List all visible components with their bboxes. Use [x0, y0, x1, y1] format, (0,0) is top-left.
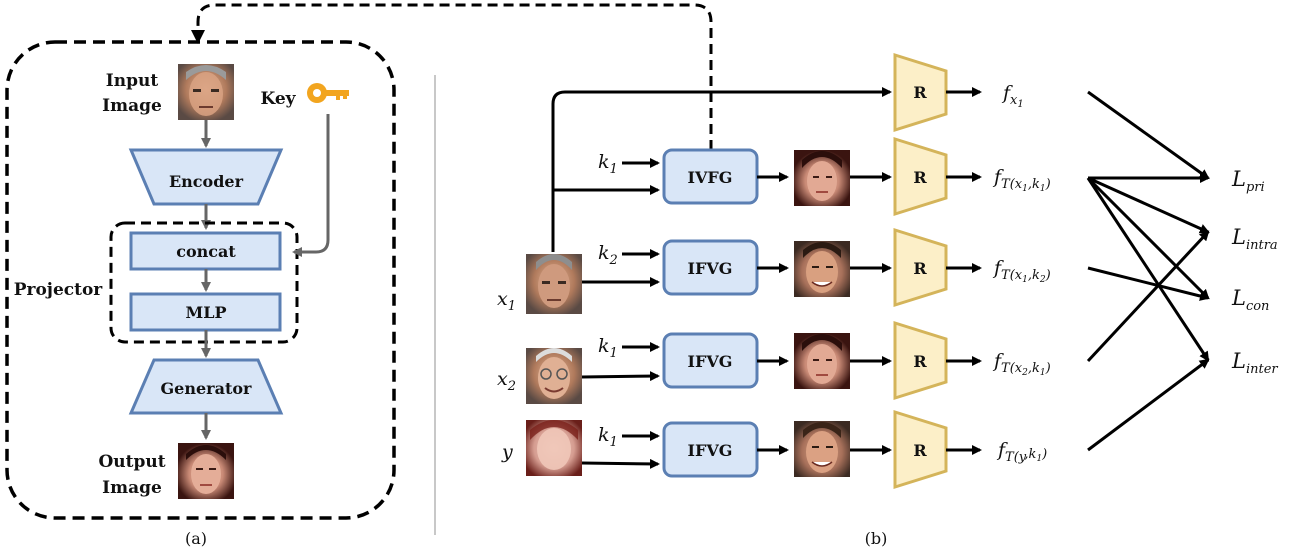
encoder-block	[128, 148, 284, 206]
input-image-label-1: Input	[106, 71, 159, 91]
panel-a: Input Image Key Encoder Projector	[5, 3, 713, 548]
row-4-feature: fT(y,k1)	[996, 439, 1047, 465]
loss-connections	[1086, 90, 1210, 452]
projector-box	[109, 221, 299, 344]
row-3-output-face	[794, 333, 850, 389]
row-3-key: k1	[598, 335, 618, 361]
row-4-recognizer	[893, 409, 948, 490]
conn-f1-to-con	[1086, 176, 1210, 300]
key-icon	[307, 83, 349, 103]
feedback-arrowhead	[191, 30, 205, 44]
row-3-recognizer-label: R	[913, 352, 927, 371]
loss-con: Lcon	[1231, 286, 1269, 314]
row-4-key: k1	[598, 424, 618, 450]
conn-f1-to-inter	[1086, 177, 1210, 362]
input-x1-label: x1	[497, 288, 516, 314]
panel-b: R fx1 x1 x2	[497, 52, 1278, 548]
row-1-recognizer	[893, 136, 948, 217]
row-2-recognizer	[893, 227, 948, 308]
feedback-connector	[196, 3, 713, 150]
row-3-input-arrow	[581, 371, 660, 382]
row-3-generator-label: IFVG	[688, 352, 733, 371]
row-2-key: k2	[598, 242, 618, 268]
input-y-label: y	[501, 441, 513, 463]
input-y-image	[526, 420, 582, 476]
row-3-feature: fT(x2,k1)	[992, 350, 1051, 378]
projector-label: Projector	[14, 280, 104, 300]
row-4-input-arrow	[581, 458, 660, 469]
row-1: k1 IVFG R fT(x1,k1)	[598, 136, 1051, 217]
conn-f2-to-con	[1087, 266, 1210, 301]
row-4-generator-label: IFVG	[688, 441, 733, 460]
row-2-output-face	[794, 241, 850, 297]
row-4: k1 IFVG R fT(y,k1)	[581, 409, 1047, 490]
loss-pri: Lpri	[1231, 167, 1265, 195]
caption-b: (b)	[865, 529, 888, 548]
input-image-label-2: Image	[102, 96, 162, 116]
recognizer-top	[893, 52, 948, 133]
loss-intra: Lintra	[1231, 225, 1278, 253]
row-2: k2 IFVG R fT(x1,k2)	[582, 227, 1051, 308]
feature-top: fx1	[1001, 82, 1024, 110]
input-x2-image	[526, 348, 582, 404]
conn-f4-to-inter	[1087, 358, 1210, 452]
input-x1-image	[526, 254, 582, 314]
generator-block	[128, 358, 284, 415]
caption-a: (a)	[185, 529, 207, 548]
row-1-key: k1	[598, 151, 618, 177]
row-1-output-face	[794, 150, 850, 206]
output-image-label-1: Output	[98, 452, 165, 472]
row-3: k1 IFVG R fT(x2,k1)	[581, 320, 1051, 401]
row-4-recognizer-label: R	[913, 441, 927, 460]
recognizer-top-label: R	[913, 83, 927, 102]
output-image-label-2: Image	[102, 478, 162, 498]
loss-inter: Linter	[1231, 349, 1278, 377]
row-4-output-face	[794, 421, 850, 477]
row-3-recognizer	[893, 320, 948, 401]
row-2-feature: fT(x1,k2)	[992, 257, 1051, 285]
key-label: Key	[260, 89, 296, 109]
row-1-feature: fT(x1,k1)	[992, 166, 1051, 194]
input-face-image	[178, 64, 234, 120]
conn-f3-to-intra	[1086, 230, 1210, 363]
arrow-key-to-concat	[292, 114, 330, 257]
row-1-generator-label: IVFG	[688, 168, 733, 187]
concat-label: concat	[176, 242, 236, 261]
input-x2-label: x2	[497, 368, 516, 394]
row-2-recognizer-label: R	[913, 259, 927, 278]
generator-label: Generator	[161, 379, 253, 398]
output-face-image	[178, 443, 234, 499]
panel-a-outer-box	[5, 40, 396, 520]
row-1-recognizer-label: R	[913, 168, 927, 187]
arrow-x1-bypass-to-top-r	[551, 87, 892, 252]
conn-fx1-to-pri	[1087, 90, 1210, 180]
mlp-label: MLP	[186, 303, 227, 322]
conn-f1-to-intra	[1087, 176, 1210, 234]
row-2-generator-label: IFVG	[688, 259, 733, 278]
encoder-label: Encoder	[169, 172, 244, 191]
